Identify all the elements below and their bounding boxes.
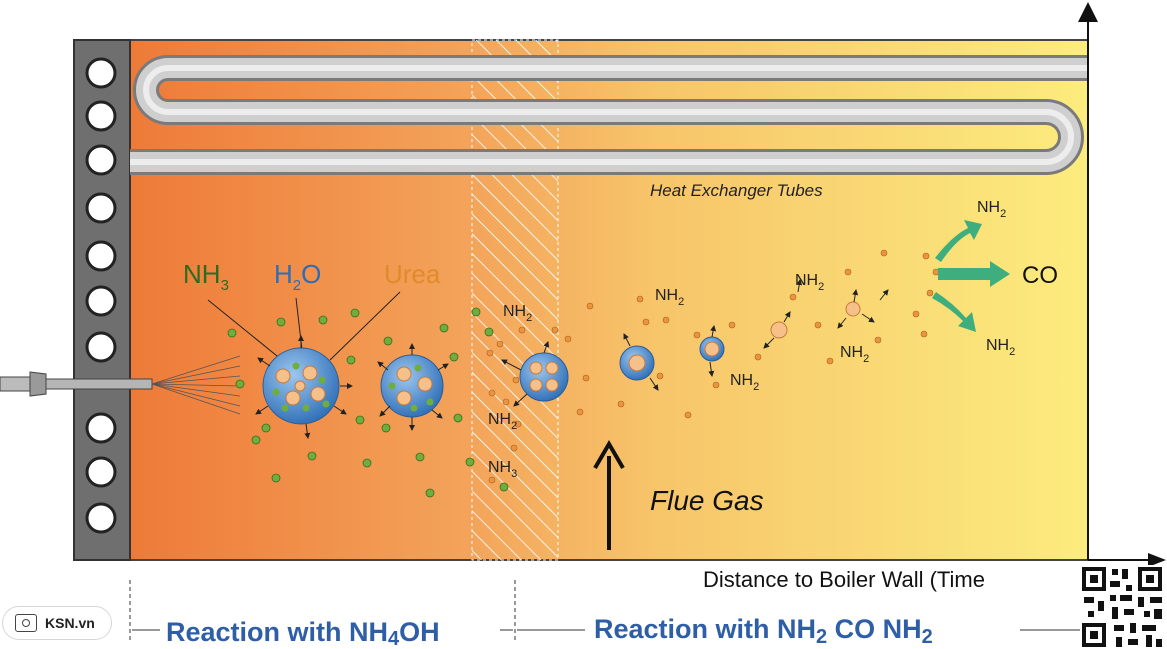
reaction-nh4oh-label: Reaction with NH4OH [166,617,440,649]
svg-text:NH2: NH2 [503,303,532,324]
svg-text:NH2: NH2 [795,272,824,293]
vertical-axis-arrowhead [1078,2,1098,22]
distance-axis-label: Distance to Boiler Wall (Time [703,567,985,592]
flue-gas-arrow [593,440,625,550]
spray-cone [151,355,241,415]
injector-nozzle [0,371,153,397]
flue-gas-label: Flue Gas [650,485,764,516]
droplet-6 [770,321,788,339]
droplet-3 [519,352,569,402]
svg-text:NH3: NH3 [488,459,517,480]
droplet-1 [262,347,340,425]
qr-code-icon [1080,565,1164,649]
svg-text:NH2: NH2 [488,411,517,432]
product-arrows [932,220,1010,332]
species-labels: NH2 NH2 NH3 NH2 NH2 NH2 NH2 NH2 NH2 [488,199,1015,480]
reaction-urea-label: Reaction with NH2 CO NH2 [594,614,933,648]
droplet-4 [619,345,655,381]
svg-text:NH2: NH2 [730,372,759,393]
urea-droplet-label: Urea [384,259,441,289]
svg-text:NH2: NH2 [840,344,869,365]
droplet-7 [845,301,861,317]
ksn-watermark-badge: KSN.vn [2,606,112,640]
badge-text: KSN.vn [45,615,95,631]
svg-text:NH2: NH2 [655,287,684,308]
urea-particles [486,249,940,484]
droplet-5 [699,336,725,362]
nh3-particles [227,307,509,498]
monitor-icon [15,614,37,632]
heat-exchanger-tube [130,55,1088,175]
horizontal-axis-arrowhead [1148,553,1166,567]
reaction-ranges [129,580,1080,640]
transition-zone [471,39,559,561]
droplet-2 [380,354,444,418]
svg-text:NH2: NH2 [977,199,1006,220]
wall-tubes [85,57,117,534]
svg-text:NH2: NH2 [986,337,1015,358]
co-label: CO [1022,262,1058,289]
heat-exchanger-label: Heat Exchanger Tubes [650,181,823,200]
